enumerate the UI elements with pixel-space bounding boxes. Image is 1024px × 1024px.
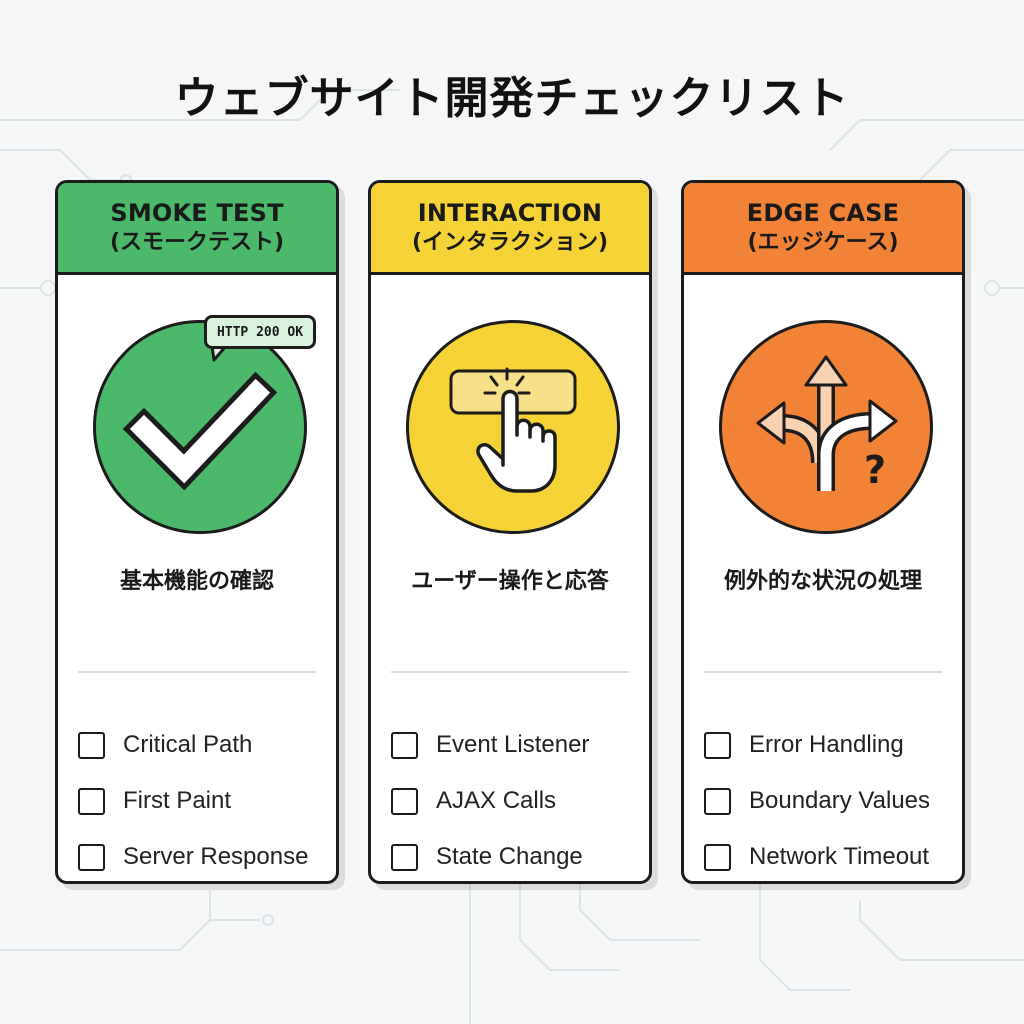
checklist-label: Event Listener [436,731,590,758]
checklist-label: Server Response [123,843,309,870]
list-item: Network Timeout [704,829,962,881]
card-description: ユーザー操作と応答 [411,569,609,594]
card-header: EDGE CASE (エッジケース) [684,183,962,275]
checkbox[interactable] [704,787,731,815]
speech-bubble-tail [210,346,228,362]
pointer-click-icon [406,320,620,534]
checkbox[interactable] [78,843,105,871]
checklist-label: AJAX Calls [436,787,557,814]
divider [704,671,942,673]
list-item: Error Handling [704,717,962,773]
card-title: SMOKE TEST [110,198,284,227]
checkmark-icon [93,320,307,534]
checklist-label: State Change [436,843,583,870]
checkbox[interactable] [704,843,731,871]
checklist-label: First Paint [123,787,232,814]
list-item: First Paint [78,773,336,829]
card-interaction: INTERACTION (インタラクション) ユーザー操作と応答 Event L… [368,180,652,884]
card-smoke-test: SMOKE TEST (スモークテスト) HTTP 200 OK 基本機能の確認… [55,180,339,884]
card-edge-case: EDGE CASE (エッジケース) ? 例外的な状況の処理 [681,180,965,884]
checklist-label: Critical Path [123,731,253,758]
checkbox[interactable] [391,843,418,871]
checkbox[interactable] [78,731,105,759]
checklist: Error Handling Boundary Values Network T… [684,717,962,881]
card-subtitle: (インタラクション) [411,229,609,255]
card-description: 例外的な状況の処理 [723,569,922,594]
list-item: Boundary Values [704,773,962,829]
icon-area [371,275,649,534]
checklist-label: Network Timeout [749,843,930,870]
icon-area: HTTP 200 OK [58,275,336,534]
card-title: EDGE CASE [746,198,900,227]
http-status-bubble: HTTP 200 OK [204,315,316,349]
checklist-label: Boundary Values [749,787,931,814]
split-arrows-question-icon: ? [719,320,933,534]
checklist: Critical Path First Paint Server Respons… [58,717,336,881]
list-item: Critical Path [78,717,336,773]
card-subtitle: (スモークテスト) [109,229,285,255]
card-subtitle: (エッジケース) [747,229,899,255]
checklist-label: Error Handling [749,731,904,758]
list-item: Server Response [78,829,336,881]
question-mark: ? [864,448,886,492]
checkbox[interactable] [391,731,418,759]
card-title: INTERACTION [417,198,603,227]
checklist: Event Listener AJAX Calls State Change [371,717,649,881]
divider [78,671,316,673]
checkbox[interactable] [78,787,105,815]
divider [391,671,629,673]
checkbox[interactable] [391,787,418,815]
checkbox[interactable] [704,731,731,759]
list-item: AJAX Calls [391,773,649,829]
icon-area: ? [684,275,962,534]
page-title: ウェブサイト開発チェックリスト [174,73,850,124]
list-item: Event Listener [391,717,649,773]
card-description: 基本機能の確認 [119,569,274,594]
card-header: SMOKE TEST (スモークテスト) [58,183,336,275]
list-item: State Change [391,829,649,881]
card-header: INTERACTION (インタラクション) [371,183,649,275]
